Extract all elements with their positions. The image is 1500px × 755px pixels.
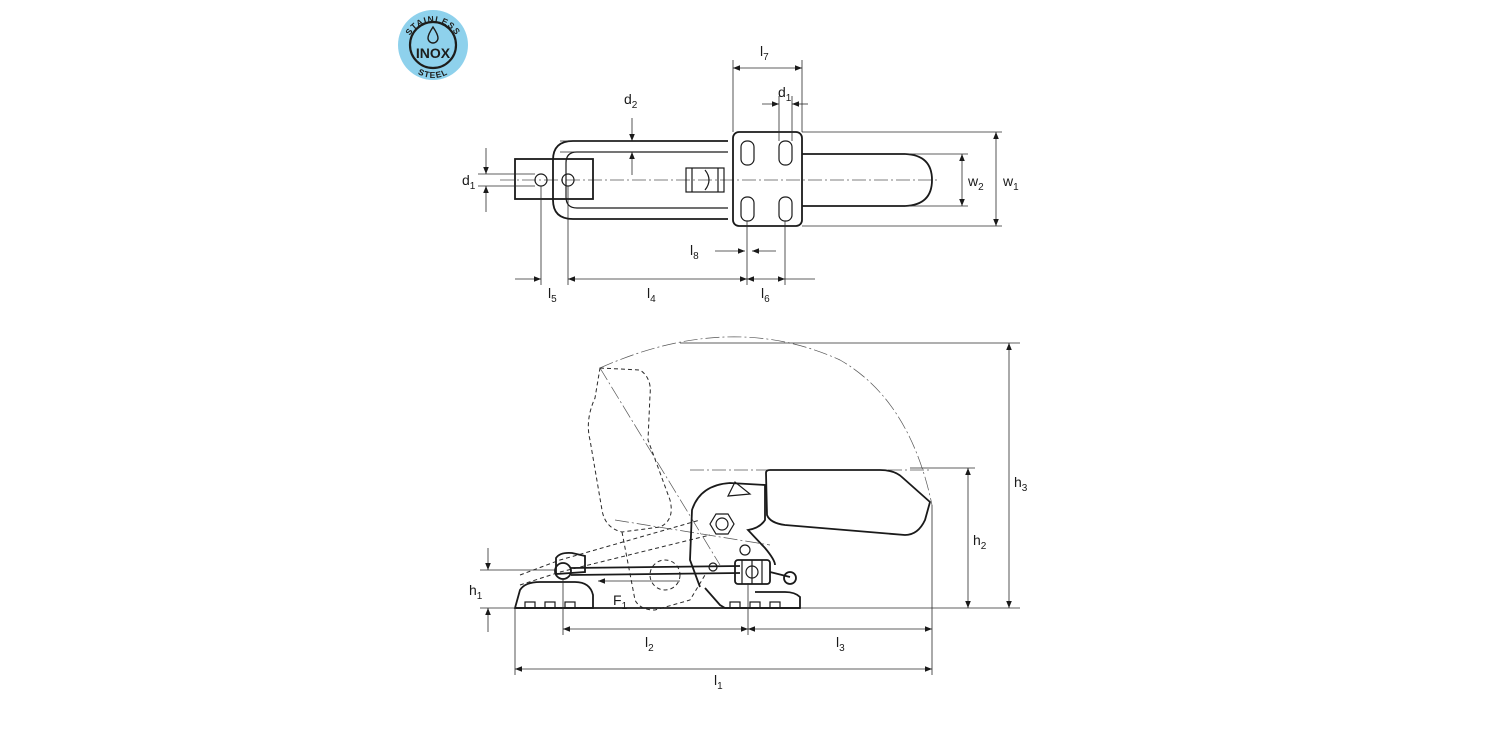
slot-1 bbox=[740, 140, 755, 166]
svg-text:h3: h3 bbox=[1014, 474, 1028, 494]
badge-inner-ring bbox=[408, 20, 458, 70]
label-h1: h1 bbox=[469, 582, 483, 602]
body-bracket bbox=[689, 482, 776, 588]
svg-text:l2: l2 bbox=[645, 634, 654, 654]
svg-text:l7: l7 bbox=[760, 43, 769, 63]
badge-center-text: INOX bbox=[416, 45, 451, 61]
rod-nut-detail bbox=[741, 560, 763, 584]
label-l2: l2 bbox=[645, 634, 654, 654]
svg-text:h1: h1 bbox=[469, 582, 483, 602]
construction-line-2 bbox=[614, 519, 771, 546]
label-d2: d2 bbox=[624, 91, 638, 111]
svg-text:d1: d1 bbox=[462, 172, 476, 192]
arm-open-position bbox=[621, 531, 706, 611]
rod-pin bbox=[708, 562, 718, 572]
label-h2: h2 bbox=[973, 532, 987, 552]
side-view: h3 h2 h1 F1 l2 l3 l1 bbox=[469, 336, 1028, 692]
svg-text:l8: l8 bbox=[690, 242, 699, 262]
hook-block bbox=[514, 158, 594, 200]
svg-text:l5: l5 bbox=[548, 285, 557, 305]
badge-circle bbox=[398, 10, 468, 80]
hook-open-line-2 bbox=[519, 534, 711, 586]
svg-text:F1: F1 bbox=[613, 592, 628, 612]
svg-text:l6: l6 bbox=[761, 285, 770, 305]
side-dimension-lines bbox=[485, 343, 1012, 672]
label-h3: h3 bbox=[1014, 474, 1028, 494]
construction-line-1 bbox=[599, 367, 721, 566]
top-dimension-lines bbox=[483, 65, 999, 282]
label-f1: F1 bbox=[613, 592, 628, 612]
handle-swing-arc bbox=[599, 336, 933, 506]
label-l3: l3 bbox=[836, 634, 845, 654]
rod-nut-ring bbox=[745, 565, 759, 579]
label-d1-left: d1 bbox=[462, 172, 476, 192]
base-plate bbox=[732, 131, 803, 227]
svg-text:w1: w1 bbox=[1002, 173, 1019, 193]
tension-rod-top bbox=[570, 565, 741, 569]
base-feet bbox=[524, 601, 781, 609]
badge-bottom-text: STEEL bbox=[417, 67, 450, 80]
label-l8: l8 bbox=[690, 242, 699, 262]
water-drop-icon bbox=[427, 25, 439, 44]
u-bow-inner bbox=[565, 151, 728, 209]
label-w2: w2 bbox=[967, 173, 984, 193]
hex-nut bbox=[709, 513, 735, 535]
hex-nut-bore bbox=[715, 517, 729, 531]
slot-2 bbox=[778, 140, 793, 166]
side-extension-lines bbox=[480, 342, 1020, 675]
link-pin bbox=[739, 544, 751, 556]
top-view: l7 d1 d2 d1 w2 w1 l8 l5 l4 l6 bbox=[462, 43, 1019, 305]
handle-top-view bbox=[802, 153, 933, 207]
handle-closed bbox=[765, 469, 932, 536]
body-base bbox=[704, 587, 801, 609]
label-l4: l4 bbox=[647, 285, 656, 305]
label-l1: l1 bbox=[714, 672, 723, 692]
hook-base bbox=[513, 581, 594, 609]
handle-open-position bbox=[587, 367, 672, 533]
rod-end bbox=[769, 571, 791, 578]
svg-text:l3: l3 bbox=[836, 634, 845, 654]
svg-text:h2: h2 bbox=[973, 532, 987, 552]
svg-text:d1: d1 bbox=[778, 84, 792, 104]
label-l5: l5 bbox=[548, 285, 557, 305]
top-extension-lines bbox=[478, 60, 1002, 285]
open-pivot-circle bbox=[649, 559, 681, 591]
hook-head bbox=[555, 551, 586, 575]
svg-text:w2: w2 bbox=[967, 173, 984, 193]
label-d1-top: d1 bbox=[778, 84, 792, 104]
bracket-notch bbox=[726, 481, 752, 497]
tension-rod-bottom bbox=[570, 572, 741, 576]
label-w1: w1 bbox=[1002, 173, 1019, 193]
nut-detail bbox=[691, 168, 719, 192]
svg-text:l4: l4 bbox=[647, 285, 656, 305]
label-l6: l6 bbox=[761, 285, 770, 305]
svg-text:d2: d2 bbox=[624, 91, 638, 111]
label-l7: l7 bbox=[760, 43, 769, 63]
rod-end-ball bbox=[783, 571, 797, 585]
stainless-steel-badge: STAINLESS STEEL INOX bbox=[398, 10, 468, 80]
u-bow-outer bbox=[552, 140, 728, 220]
slot-3 bbox=[740, 196, 755, 222]
slot-4 bbox=[778, 196, 793, 222]
svg-text:l1: l1 bbox=[714, 672, 723, 692]
adjustment-nut bbox=[685, 167, 725, 193]
